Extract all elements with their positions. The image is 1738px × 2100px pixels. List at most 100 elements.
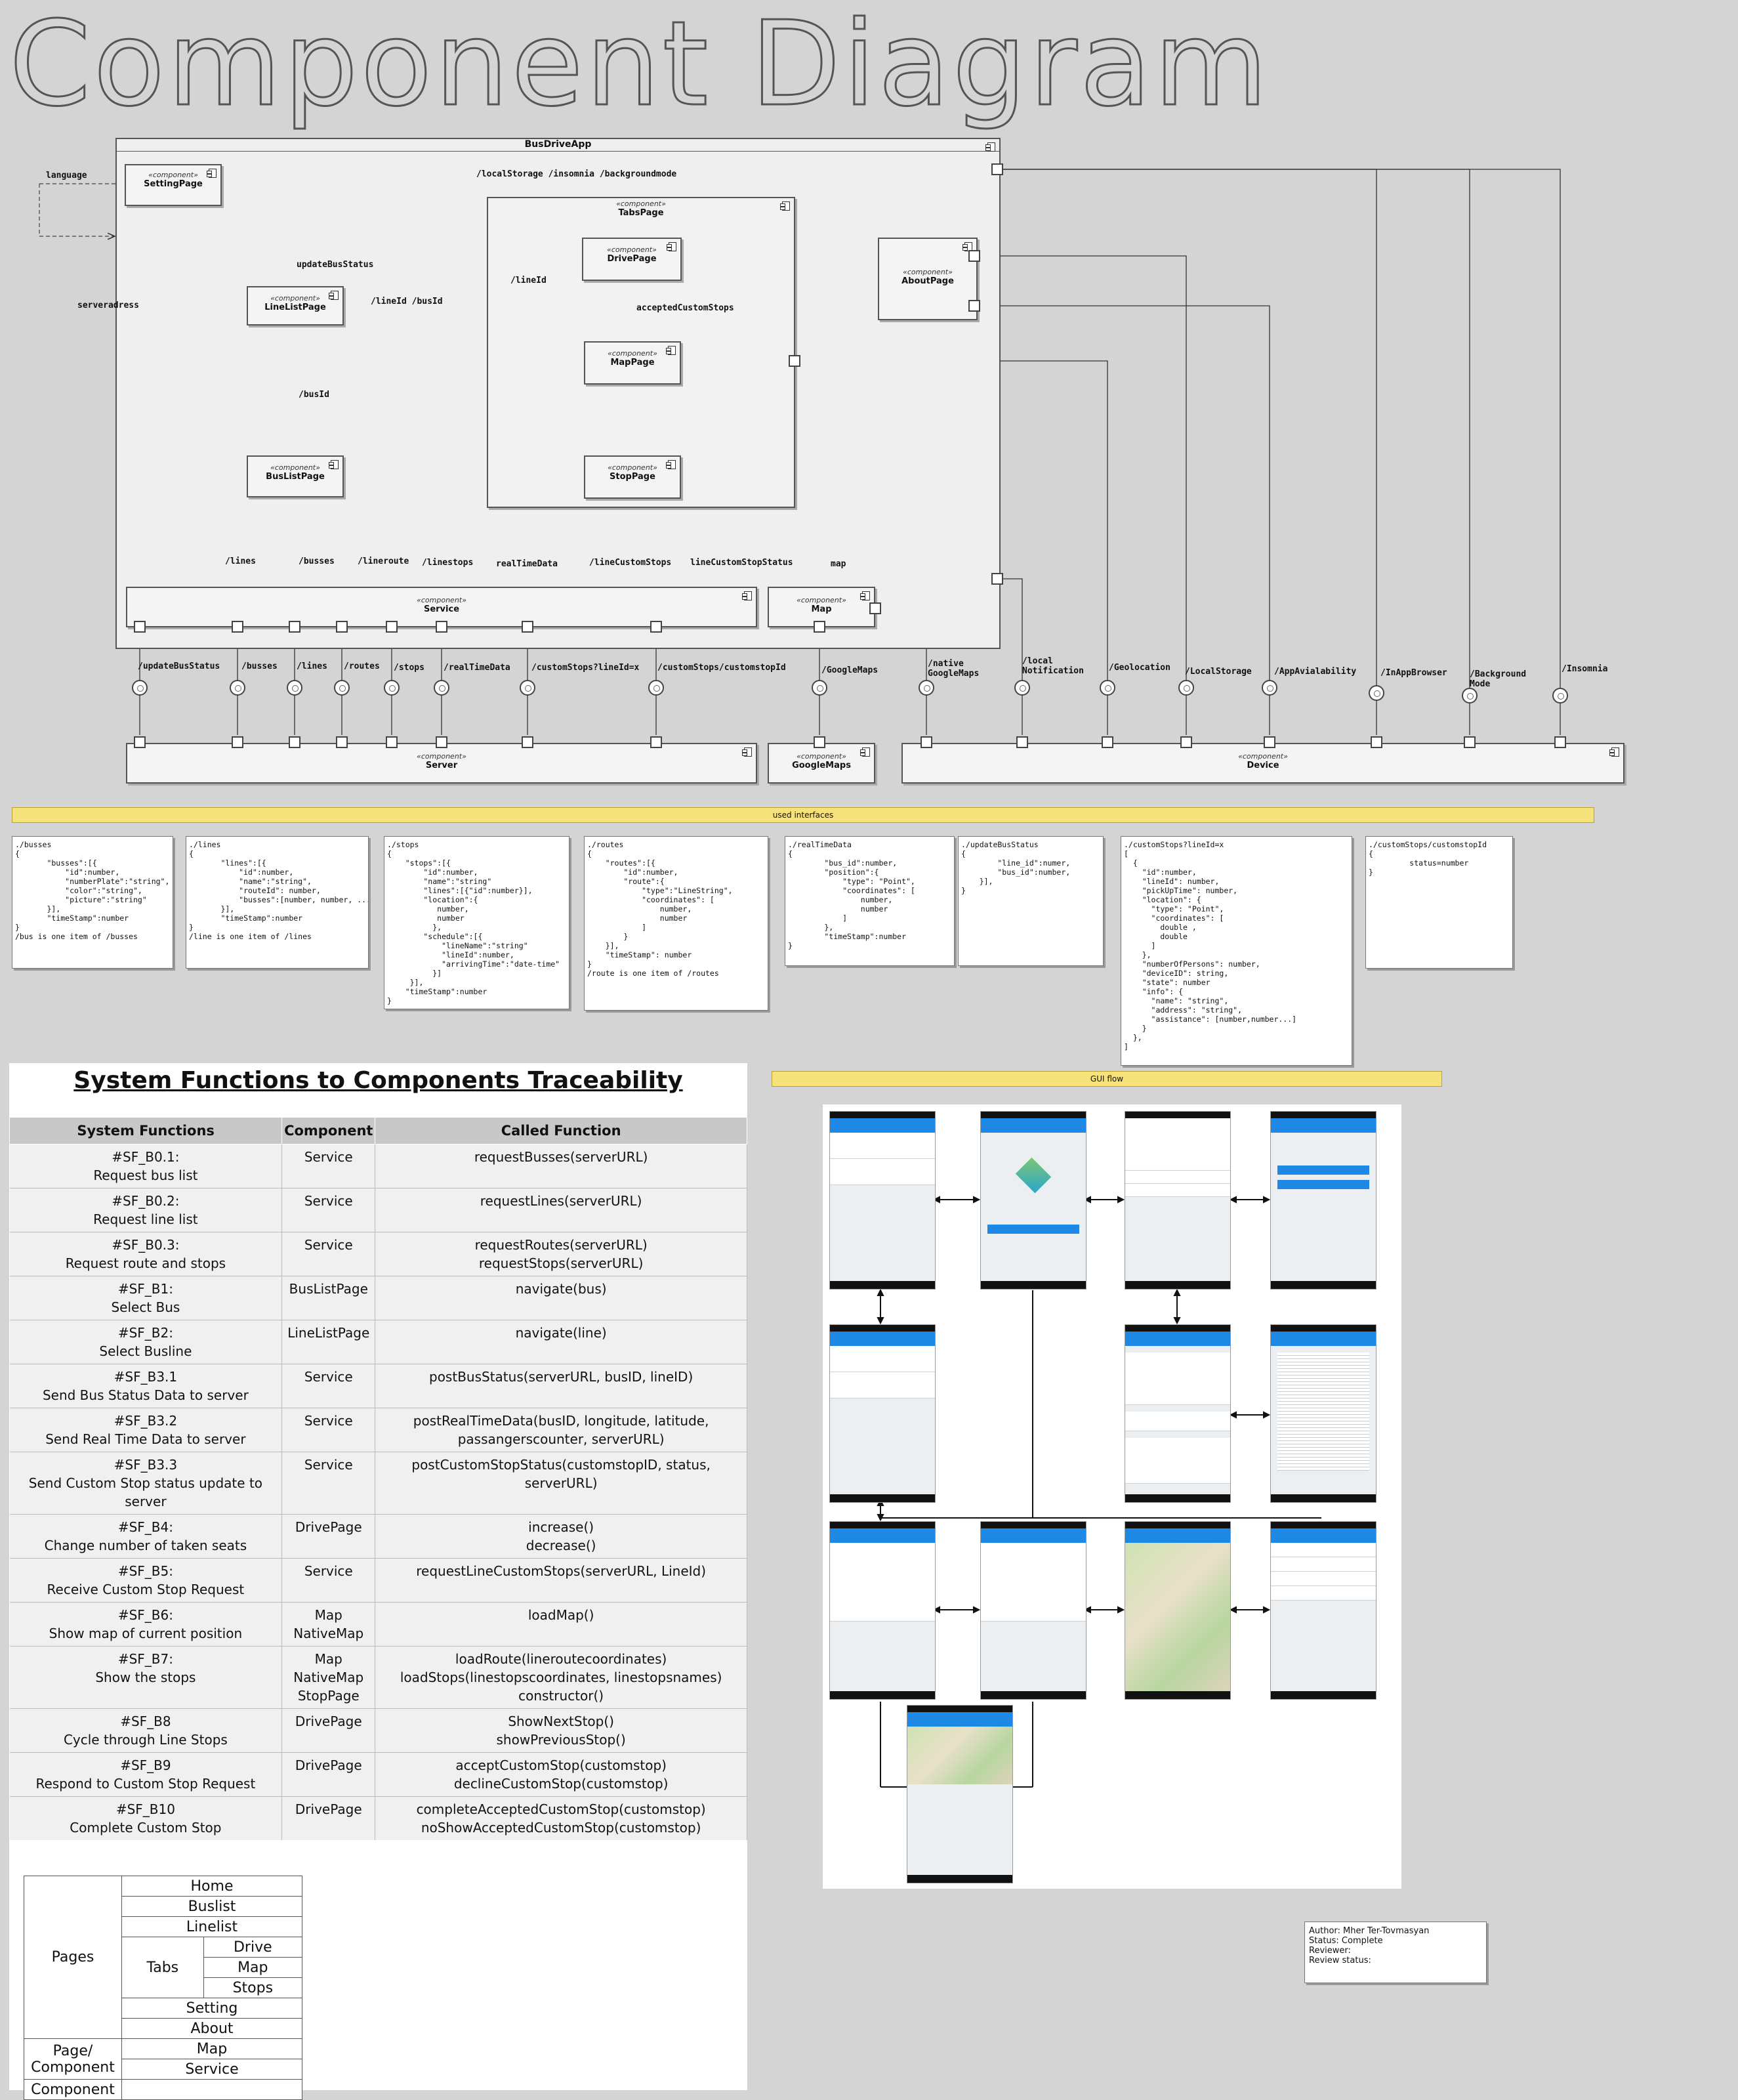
map-port (814, 621, 825, 633)
bus-list-page-component: «component» BusListPage (247, 455, 344, 497)
component-cell: Service (281, 1232, 376, 1276)
interface-lollipop (1178, 680, 1194, 696)
service-port (134, 621, 146, 633)
interface-label: /Insomnia (1562, 664, 1608, 674)
screen-custom-stop (907, 1705, 1013, 1883)
component-name: SettingPage (144, 179, 203, 189)
component-name: TabsPage (618, 208, 664, 218)
component-cell: Service (281, 1558, 376, 1603)
device-port (1016, 736, 1028, 748)
stereotype: «component» (797, 752, 846, 761)
service-port (522, 621, 533, 633)
interface-label: /routes (344, 662, 380, 671)
app-port (991, 573, 1003, 585)
called-function-cell: postCustomStopStatus(customstopID, statu… (375, 1452, 747, 1515)
screen-map (1125, 1521, 1231, 1700)
note-customstops: ./customStops?lineId=x [ { "id":number, … (1121, 836, 1352, 1066)
interface-label: /customStops?lineId=x (531, 663, 640, 673)
component-cell: DrivePage (281, 1752, 376, 1797)
interface-lollipop (334, 680, 350, 696)
stereotype: «component» (797, 596, 846, 604)
component-cell: DrivePage (281, 1514, 376, 1559)
system-function-cell: #SF_B0.2: Request line list (9, 1188, 283, 1232)
component-name: StopPage (610, 472, 655, 482)
interface-label: /updateBusStatus (138, 662, 220, 671)
interface-label: /LocalStorage (1185, 667, 1252, 677)
called-function-cell: requestLineCustomStops(serverURL, LineId… (375, 1558, 747, 1603)
stereotype: «component» (270, 294, 320, 303)
system-function-cell: #SF_B7: Show the stops (9, 1646, 283, 1709)
screen-menu (1125, 1111, 1231, 1290)
note-realtimedata: ./realTimeData { "bus_id":number, "posit… (785, 836, 955, 966)
screen-drive (980, 1521, 1086, 1700)
called-function-cell: postRealTimeData(busID, longitude, latit… (375, 1408, 747, 1452)
stereotype: «component» (607, 245, 657, 254)
interface-lollipop (132, 680, 148, 696)
stereotype: «component» (148, 171, 198, 179)
device-port (1554, 736, 1566, 748)
component-cell: Service (281, 1188, 376, 1232)
service-port (436, 621, 447, 633)
service-port (650, 621, 662, 633)
called-function-cell: acceptCustomStop(customstop) declineCust… (375, 1752, 747, 1797)
linelist-cell: Linelist (121, 1916, 302, 1937)
interface-label: /realTimeData (444, 663, 510, 673)
interface-lollipop (1552, 688, 1568, 704)
header-called-function: Called Function (375, 1117, 747, 1144)
interface-label: /stops (394, 663, 424, 673)
called-function-cell: navigate(line) (375, 1320, 747, 1364)
component-name: DrivePage (607, 254, 657, 264)
service-port (336, 621, 348, 633)
label-acceptedcustomstops: acceptedCustomStops (636, 303, 734, 313)
server-component: «component» Server (126, 743, 757, 784)
buslist-cell: Buslist (121, 1896, 302, 1917)
system-function-cell: #SF_B6: Show map of current position (9, 1602, 283, 1647)
component-name: Service (423, 604, 460, 614)
googlemaps-port (814, 736, 825, 748)
note-routes: ./routes { "routes":[{ "id":number, "rou… (584, 836, 768, 1011)
component-cell: LineListPage (281, 1320, 376, 1364)
service-port (386, 621, 398, 633)
interface-lollipop (1100, 680, 1115, 696)
about-port (968, 300, 980, 312)
interface-lollipop (520, 680, 535, 696)
device-port (1180, 736, 1192, 748)
screen-drive-custom-stops (829, 1521, 936, 1700)
drive-page-component: «component» DrivePage (582, 238, 682, 281)
component-icon (742, 747, 752, 757)
device-component: «component» Device (901, 743, 1624, 784)
system-function-cell: #SF_B3.1 Send Bus Status Data to server (9, 1364, 283, 1408)
server-port (386, 736, 398, 748)
component-cell: Service (281, 1452, 376, 1515)
setting-page-component: «component» SettingPage (125, 164, 222, 206)
label-updatebusstatus: updateBusStatus (297, 260, 374, 270)
interface-lollipop (812, 680, 827, 696)
interface-label: /GoogleMaps (821, 665, 879, 675)
server-port (134, 736, 146, 748)
traceability-table: System Functions Component Called Functi… (9, 1117, 747, 1840)
stereotype: «component» (608, 463, 657, 472)
system-function-cell: #SF_B1: Select Bus (9, 1276, 283, 1320)
interface-label: /lines (297, 662, 327, 671)
setting-cell: Setting (121, 1998, 302, 2019)
pages-cell: Pages (24, 1876, 122, 2039)
component-name: BusListPage (266, 472, 325, 482)
component-cell: Service (281, 1364, 376, 1408)
called-function-cell: postBusStatus(serverURL, busID, lineID) (375, 1364, 747, 1408)
traceability-title: System Functions to Components Traceabil… (73, 1067, 683, 1094)
component-icon (780, 201, 790, 211)
component-icon (667, 242, 676, 251)
stereotype: «component» (417, 752, 466, 761)
component-cell: Service (281, 1408, 376, 1452)
label-lineid-busid: /lineId /busId (371, 297, 443, 306)
note-lines: ./lines { "lines":[{ "id":number, "name"… (186, 836, 369, 969)
note-busses: ./busses { "busses":[{ "id":number, "num… (12, 836, 173, 969)
author-note: Author: Mher Ter-Tovmasyan Status: Compl… (1304, 1922, 1487, 1983)
trace-row: #SF_B3.3 Send Custom Stop status update … (9, 1452, 747, 1515)
called-function-cell: loadMap() (375, 1602, 747, 1647)
gui-flow-panel (823, 1104, 1401, 1889)
interface-lollipop (1014, 680, 1030, 696)
